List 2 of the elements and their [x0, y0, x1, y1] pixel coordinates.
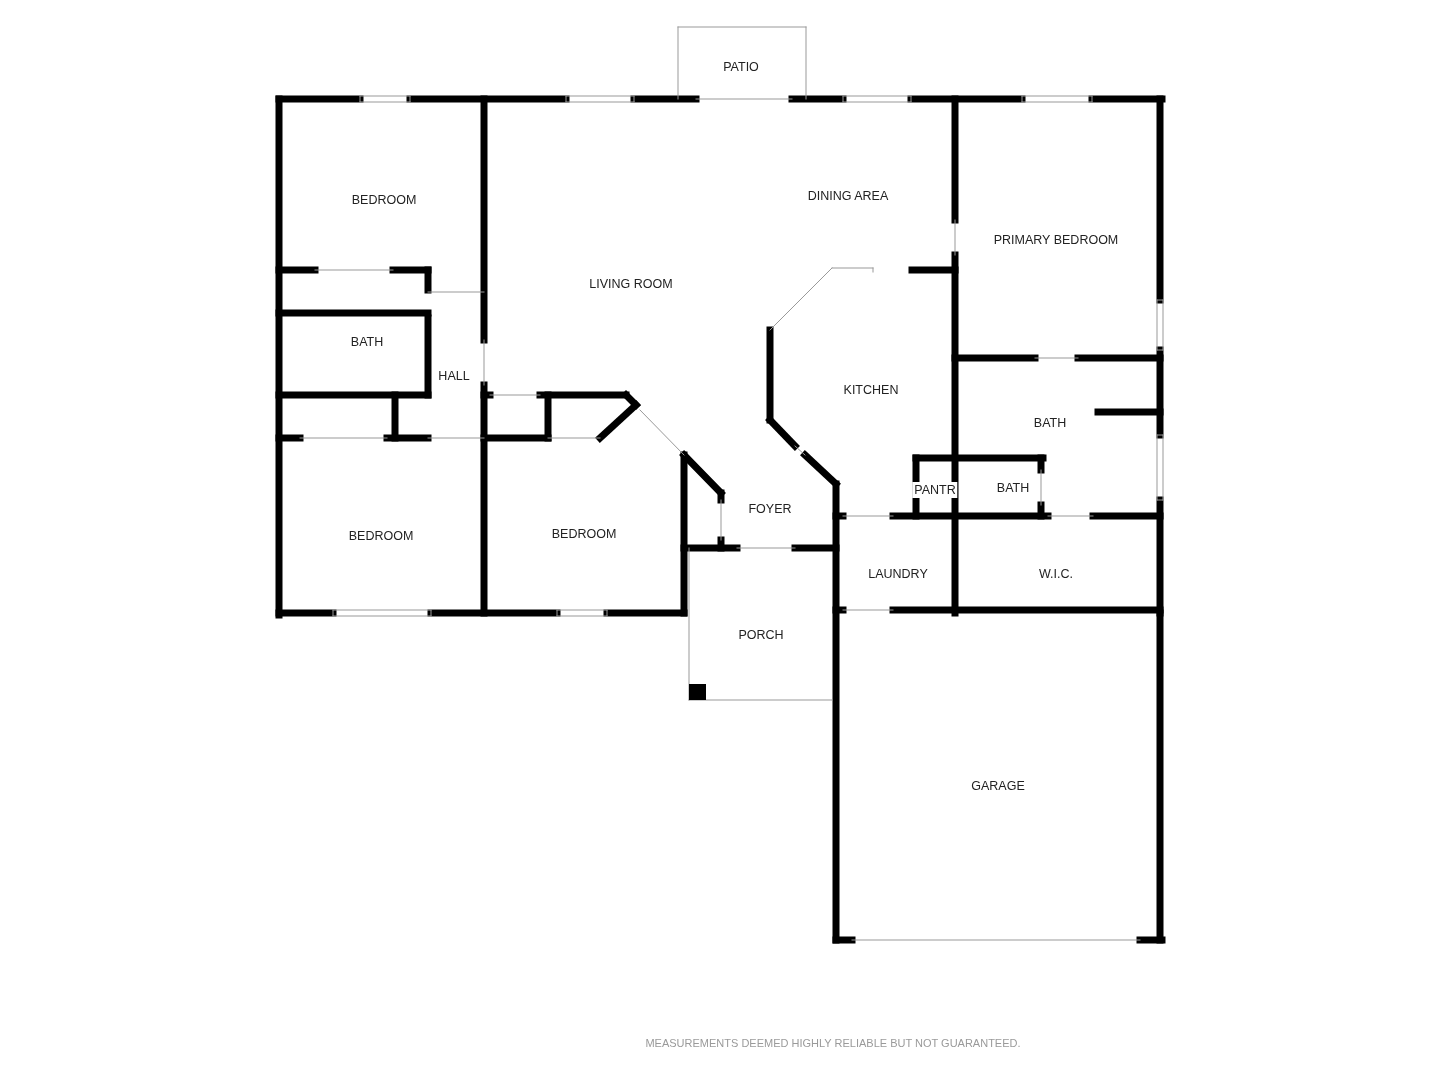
disclaimer-note: MEASUREMENTS DEEMED HIGHLY RELIABLE BUT NOT GUARANTEED. [645, 1037, 1021, 1049]
room-label: PANTR [912, 482, 958, 498]
